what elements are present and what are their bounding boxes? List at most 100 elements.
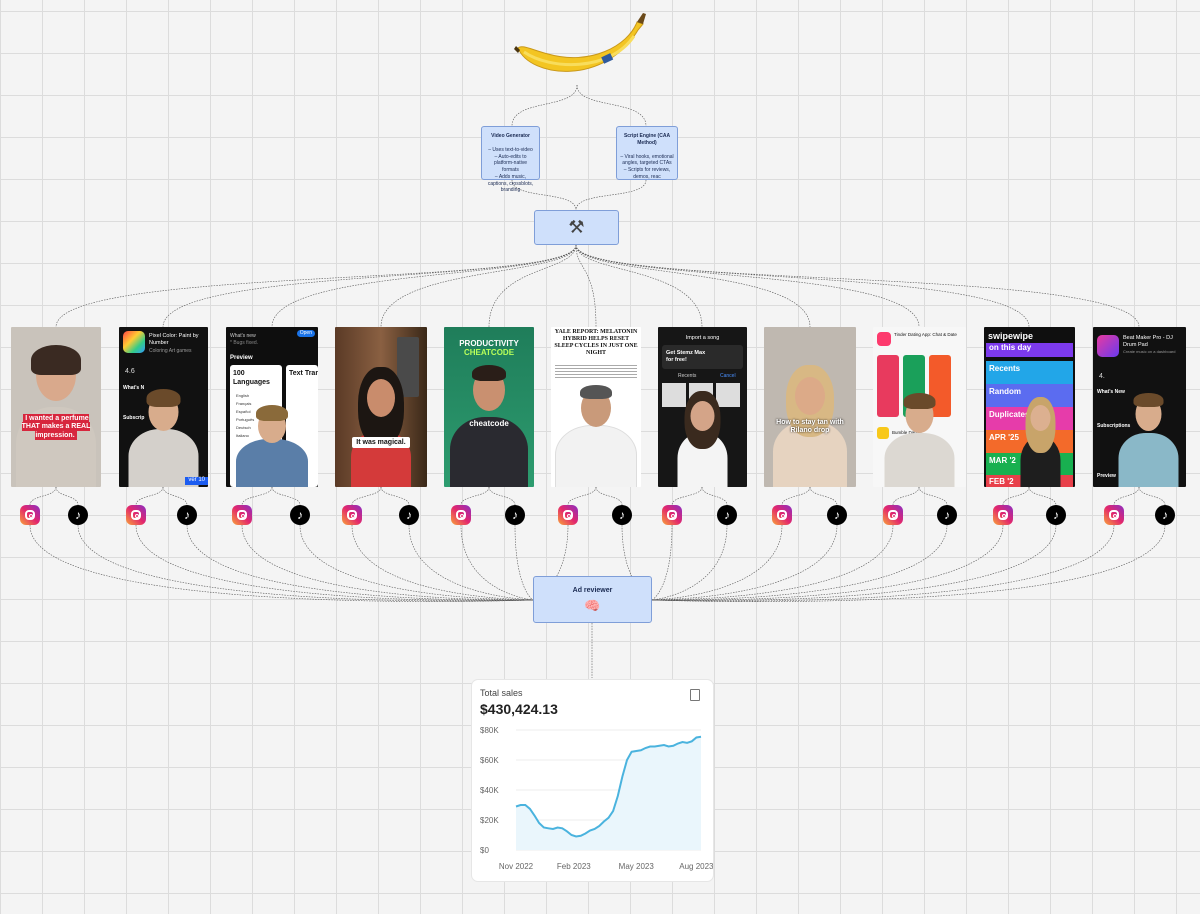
x-tick-label: Feb 2023 bbox=[557, 862, 591, 871]
total-sales-card[interactable]: Total sales $430,424.13 $0$20K$40K$60K$8… bbox=[472, 680, 713, 881]
instagram-icon[interactable] bbox=[883, 505, 903, 525]
wire-social-reviewer-11-1 bbox=[651, 524, 1166, 602]
wire-thumb-social-6-1 bbox=[595, 486, 623, 506]
instagram-icon[interactable] bbox=[662, 505, 682, 525]
ad-thumbnail-4[interactable]: It was magical. bbox=[335, 327, 427, 487]
tiktok-icon[interactable]: ♪ bbox=[505, 505, 525, 525]
tools-node[interactable]: ⚒ bbox=[534, 210, 619, 245]
wire-social-reviewer-8-1 bbox=[651, 524, 838, 601]
tiktok-icon[interactable]: ♪ bbox=[1155, 505, 1175, 525]
instagram-icon[interactable] bbox=[1104, 505, 1124, 525]
app-title: Pixel Color: Paint by Number bbox=[149, 333, 199, 347]
wire-social-reviewer-10-0 bbox=[651, 524, 1004, 601]
tiktok-icon[interactable]: ♪ bbox=[1046, 505, 1066, 525]
header-line-2: CHEATCODE bbox=[463, 348, 515, 357]
instagram-icon[interactable] bbox=[126, 505, 146, 525]
instagram-icon[interactable] bbox=[558, 505, 578, 525]
lang-1: English bbox=[236, 393, 250, 398]
app-icon bbox=[1097, 335, 1119, 357]
tinder-app-icon bbox=[877, 332, 891, 346]
tiktok-icon[interactable]: ♪ bbox=[177, 505, 197, 525]
ad-thumbnail-6[interactable]: YALE REPORT: MELATONIN HYBRID HELPS RESE… bbox=[551, 327, 641, 487]
wire-tools-thumb-5 bbox=[488, 244, 577, 328]
row-on-this-day[interactable]: on this day bbox=[986, 343, 1073, 357]
lang-5: Deutsch bbox=[236, 425, 251, 430]
tiktok-icon[interactable]: ♪ bbox=[717, 505, 737, 525]
wire-thumb-social-4-0 bbox=[351, 486, 382, 506]
script-engine-title: Script Engine (CAA Method) bbox=[623, 133, 671, 146]
presenter-figure bbox=[658, 391, 747, 487]
wire-thumb-social-1-0 bbox=[29, 486, 57, 506]
video-generator-body: – Uses text-to-video – Auto-edits to pla… bbox=[487, 146, 534, 194]
wire-tools-thumb-10 bbox=[575, 244, 1030, 328]
wire-banana-script bbox=[576, 84, 647, 127]
y-tick-label: $40K bbox=[480, 786, 499, 795]
wire-social-reviewer-1-1 bbox=[77, 524, 534, 602]
wire-thumb-social-9-1 bbox=[918, 486, 948, 506]
wire-social-reviewer-4-0 bbox=[351, 524, 534, 601]
presenter-figure bbox=[764, 365, 856, 487]
wire-banana-video bbox=[511, 84, 578, 127]
tiktok-icon[interactable]: ♪ bbox=[612, 505, 632, 525]
wire-thumb-social-7-1 bbox=[701, 486, 728, 506]
lang-4: Português bbox=[236, 417, 255, 422]
y-tick-label: $80K bbox=[480, 726, 499, 735]
whats-new-label: What's new bbox=[230, 333, 256, 339]
subscriptions-label: Subscriptions bbox=[1097, 423, 1131, 429]
sales-title: Total sales bbox=[480, 688, 523, 698]
y-tick-label: $20K bbox=[480, 816, 499, 825]
presenter-figure bbox=[226, 405, 318, 487]
whats-new-label: What's N bbox=[123, 385, 145, 391]
ad-caption: It was magical. bbox=[341, 437, 421, 448]
presenter-figure bbox=[119, 389, 208, 487]
wire-thumb-social-8-0 bbox=[781, 486, 811, 506]
app-rating: 4.6 bbox=[125, 368, 135, 375]
ad-thumbnail-5[interactable]: PRODUCTIVITY CHEATCODE cheatcode bbox=[444, 327, 534, 487]
preview-label: Preview bbox=[1097, 473, 1116, 479]
app-title: Tinder Dating App: Chat & Date bbox=[894, 332, 957, 337]
open-button[interactable]: Open bbox=[296, 330, 315, 337]
wire-thumb-social-11-0 bbox=[1113, 486, 1140, 506]
tiktok-icon[interactable]: ♪ bbox=[68, 505, 88, 525]
ad-thumbnail-3[interactable]: What's new * Bugs fixed. Open Preview 10… bbox=[226, 327, 318, 487]
ad-thumbnail-11[interactable]: Beat Maker Pro - DJ Drum Pad Create musi… bbox=[1093, 327, 1186, 487]
ad-thumbnail-2[interactable]: Pixel Color: Paint by Number Coloring Ar… bbox=[119, 327, 208, 487]
promo-cta[interactable]: Get Stemz Max for free! bbox=[666, 350, 706, 364]
wire-thumb-social-2-1 bbox=[162, 486, 188, 506]
ad-thumbnail-8[interactable]: How to stay tan with Rilano drop bbox=[764, 327, 856, 487]
ad-thumbnail-9[interactable]: Tinder Dating App: Chat & Date Bumble Da… bbox=[873, 327, 966, 487]
video-generator-node[interactable]: Video Generator – Uses text-to-video – A… bbox=[481, 126, 540, 193]
wire-thumb-social-3-1 bbox=[271, 486, 301, 506]
wire-thumb-social-11-1 bbox=[1138, 486, 1166, 506]
ad-reviewer-label: Ad reviewer bbox=[572, 587, 613, 594]
wire-thumb-social-6-0 bbox=[567, 486, 597, 506]
wire-social-reviewer-8-0 bbox=[651, 524, 783, 601]
tiktok-icon[interactable]: ♪ bbox=[827, 505, 847, 525]
instagram-icon[interactable] bbox=[342, 505, 362, 525]
wire-social-reviewer-3-1 bbox=[299, 524, 534, 601]
instagram-icon[interactable] bbox=[20, 505, 40, 525]
bugs-fixed-label: * Bugs fixed. bbox=[230, 340, 259, 346]
cancel-button[interactable]: Cancel bbox=[720, 373, 736, 379]
hammer-pick-icon: ⚒ bbox=[568, 217, 585, 237]
ad-thumbnail-1[interactable]: I wanted a perfume THAT makes a REAL imp… bbox=[11, 327, 101, 487]
lang-6: Italiano bbox=[236, 433, 249, 438]
ad-reviewer-node[interactable]: Ad reviewer 🧠 bbox=[533, 576, 652, 623]
ad-thumbnail-7[interactable]: Import a song Get Stemz Max for free! Re… bbox=[658, 327, 747, 487]
wire-social-reviewer-9-0 bbox=[651, 524, 894, 601]
tiktok-icon[interactable]: ♪ bbox=[399, 505, 419, 525]
script-engine-node[interactable]: Script Engine (CAA Method) – Viral hooks… bbox=[616, 126, 678, 180]
wire-social-reviewer-9-1 bbox=[651, 524, 948, 601]
tiktok-icon[interactable]: ♪ bbox=[290, 505, 310, 525]
wire-thumb-social-5-0 bbox=[460, 486, 490, 506]
instagram-icon[interactable] bbox=[772, 505, 792, 525]
document-icon[interactable] bbox=[690, 689, 700, 701]
instagram-icon[interactable] bbox=[232, 505, 252, 525]
instagram-icon[interactable] bbox=[993, 505, 1013, 525]
ad-thumbnail-10[interactable]: swipewipe on this day Recents Random Dup… bbox=[984, 327, 1075, 487]
row-recents[interactable]: Recents bbox=[986, 361, 1073, 385]
tiktok-icon[interactable]: ♪ bbox=[937, 505, 957, 525]
sales-area bbox=[516, 736, 701, 850]
instagram-icon[interactable] bbox=[451, 505, 471, 525]
video-generator-title: Video Generator bbox=[491, 133, 530, 139]
